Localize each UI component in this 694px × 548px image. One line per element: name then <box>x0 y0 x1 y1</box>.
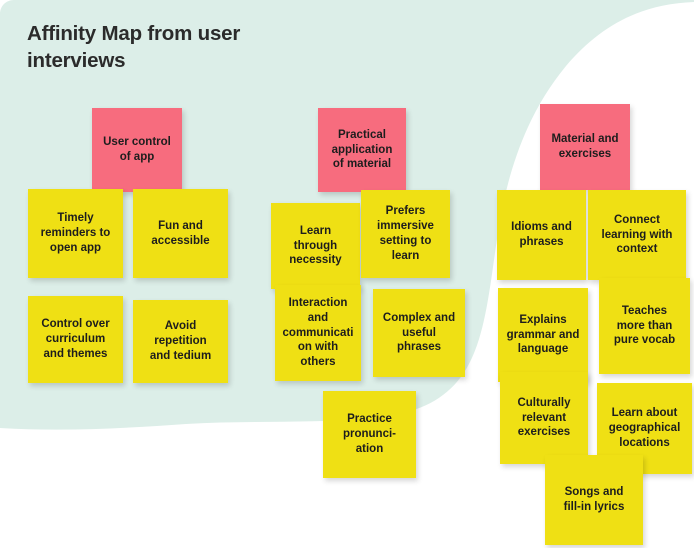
note-songs-and-fill-in-lyrics[interactable]: Songs and fill-in lyrics <box>545 455 643 545</box>
note-connect-learning-with-context[interactable]: Connect learning with context <box>588 190 686 280</box>
note-prefers-immersive-setting[interactable]: Prefers immersive setting to learn <box>361 190 450 278</box>
note-avoid-repetition[interactable]: Avoid repetition and tedium <box>133 300 228 383</box>
note-teaches-more-than-pure-vocab[interactable]: Teaches more than pure vocab <box>599 278 690 374</box>
note-fun-and-accessible[interactable]: Fun and accessible <box>133 189 228 278</box>
note-timely-reminders[interactable]: Timely reminders to open app <box>28 189 123 278</box>
note-learn-through-necessity[interactable]: Learn through necessity <box>271 203 360 289</box>
note-practice-pronunciation[interactable]: Practice pronunci- ation <box>323 391 416 478</box>
note-explains-grammar-and-language[interactable]: Explains grammar and language <box>498 288 588 382</box>
note-idioms-and-phrases[interactable]: Idioms and phrases <box>497 190 586 280</box>
cluster-header-user-control[interactable]: User control of app <box>92 108 182 192</box>
note-complex-and-useful-phrases[interactable]: Complex and useful phrases <box>373 289 465 377</box>
page-title: Affinity Map from user interviews <box>27 22 241 73</box>
note-control-over-curriculum[interactable]: Control over curriculum and themes <box>28 296 123 383</box>
note-interaction-and-communication[interactable]: Interaction and communicati on with othe… <box>275 285 361 381</box>
note-culturally-relevant-exercises[interactable]: Culturally relevant exercises <box>500 372 588 464</box>
cluster-header-practical-application[interactable]: Practical application of material <box>318 108 406 192</box>
cluster-header-material-and-exercises[interactable]: Material and exercises <box>540 104 630 190</box>
